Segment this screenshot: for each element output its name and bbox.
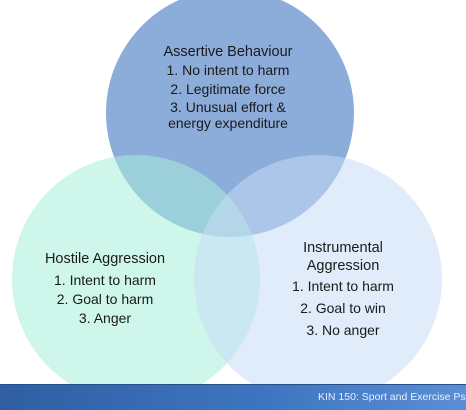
hostile-item-2: 2. Goal to harm (56, 291, 154, 307)
circle-hostile-aggression (12, 155, 260, 403)
instrumental-item-2: 2. Goal to win (300, 300, 386, 316)
assertive-behaviour-text: Assertive Behaviour 1. No intent to harm… (128, 44, 328, 131)
hostile-heading: Hostile Aggression (44, 251, 166, 267)
instrumental-heading-line-2: Aggression (306, 258, 380, 274)
instrumental-item-3: 3. No anger (306, 322, 380, 338)
assertive-heading: Assertive Behaviour (163, 44, 293, 60)
footer-course-title: KIN 150: Sport and Exercise Psyc (318, 391, 466, 403)
instrumental-heading-line-1: Instrumental (303, 240, 383, 256)
assertive-item-1: 1. No intent to harm (166, 62, 290, 78)
assertive-item-3-cont: energy expenditure (168, 115, 288, 131)
hostile-item-3: 3. Anger (78, 310, 132, 326)
hostile-item-1: 1. Intent to harm (54, 272, 156, 288)
hostile-aggression-text: Hostile Aggression 1. Intent to harm 2. … (12, 251, 198, 328)
footer-bar (0, 384, 466, 410)
assertive-item-3: 3. Unusual effort & (170, 99, 286, 115)
circle-instrumental-aggression (194, 155, 442, 403)
instrumental-aggression-text: Instrumental Aggression 1. Intent to har… (258, 241, 428, 343)
instrumental-item-1: 1. Intent to harm (292, 278, 394, 294)
assertive-item-2: 2. Legitimate force (170, 81, 286, 97)
